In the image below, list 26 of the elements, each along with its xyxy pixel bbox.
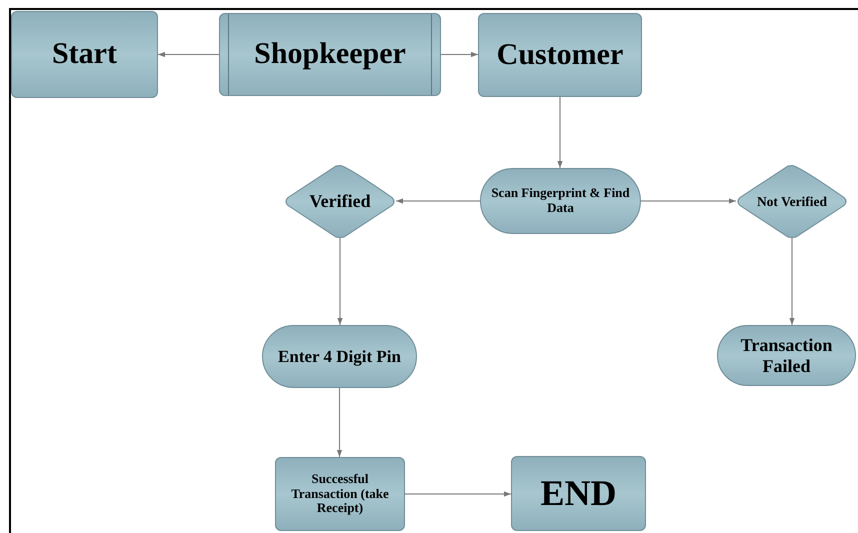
node-label: END	[539, 472, 618, 514]
arrow	[337, 238, 343, 326]
arrow	[158, 52, 220, 58]
arrow	[440, 52, 478, 58]
arrow	[404, 491, 512, 497]
node-label: Not Verified	[756, 194, 828, 210]
arrow	[789, 238, 795, 326]
node-label: Enter 4 Digit Pin	[277, 346, 402, 366]
start-box	[11, 11, 158, 98]
arrow	[557, 96, 563, 168]
process-box	[478, 13, 642, 97]
node-label: Shopkeeper	[253, 37, 407, 72]
process-box	[275, 457, 405, 531]
node-label: Successful Transaction (take Receipt)	[290, 472, 390, 516]
arrow	[396, 198, 480, 204]
node-label: Customer	[496, 38, 624, 72]
arrow	[336, 388, 342, 458]
decision-diamond	[736, 165, 848, 238]
node-label: Scan Fingerprint & Find Data	[490, 186, 631, 216]
node-label: Transaction Failed	[740, 334, 834, 376]
arrow	[640, 198, 736, 204]
node-label: Verified	[308, 191, 372, 212]
node-label: Start	[51, 37, 118, 72]
decision-diamond	[284, 165, 396, 238]
process-box	[219, 13, 441, 96]
end-box	[511, 456, 646, 531]
